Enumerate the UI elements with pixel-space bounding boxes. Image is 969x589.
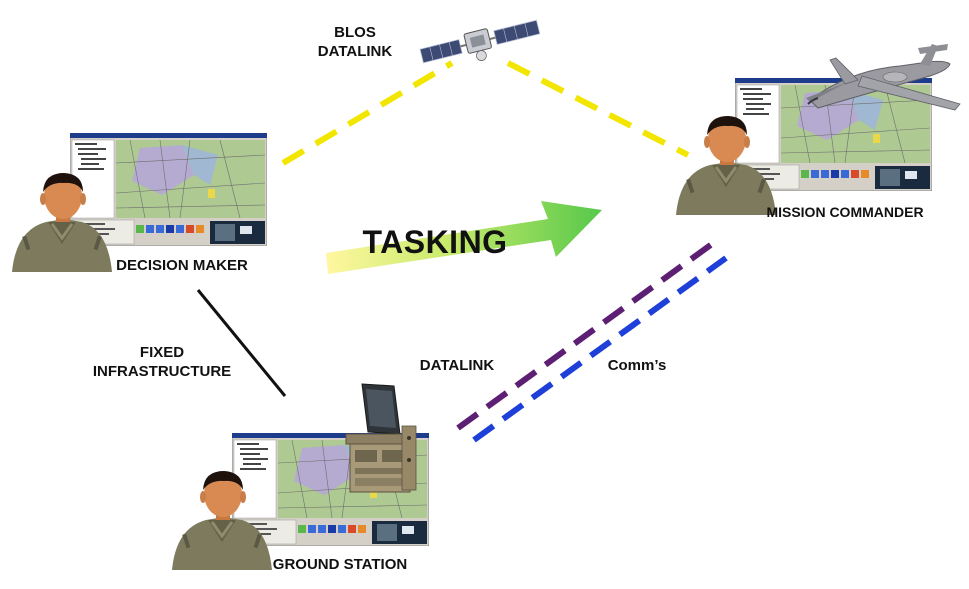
blos-label-line2: DATALINK (317, 42, 393, 60)
mission-commander-person-icon (676, 116, 776, 215)
mission-commander-computer-screen-icon (735, 78, 932, 191)
comms-blue-line (472, 255, 728, 443)
blos-link-right (506, 60, 690, 158)
blos-datalink-label: BLOS DATALINK (300, 24, 410, 62)
comms-label: Comm’s (607, 357, 667, 374)
tasking-label: TASKING (362, 224, 508, 260)
blos-link-left (281, 60, 454, 166)
ground-terminal-icon (345, 383, 417, 493)
decision-maker-label: DECISION MAKER (116, 257, 248, 274)
ground-station-person-icon (172, 471, 272, 570)
blos-label-line1: BLOS (334, 24, 376, 41)
datalink-label: DATALINK (419, 357, 495, 374)
tasking-arrow (326, 201, 602, 274)
aircraft-icon (806, 44, 961, 111)
decision-maker-person-icon (12, 173, 112, 272)
fixed-infrastructure-line (196, 289, 287, 397)
decision-maker-computer-screen-icon (70, 133, 267, 246)
datalink-purple-line (456, 241, 714, 431)
fixed-label-line2: INFRASTRUCTURE (92, 362, 232, 380)
mission-commander-label: MISSION COMMANDER (766, 204, 924, 220)
ground-station-label: GROUND STATION (272, 556, 408, 573)
fixed-infrastructure-label: FIXED INFRASTRUCTURE (72, 344, 252, 382)
satellite-icon (419, 19, 541, 64)
fixed-label-line1: FIXED (139, 344, 185, 361)
